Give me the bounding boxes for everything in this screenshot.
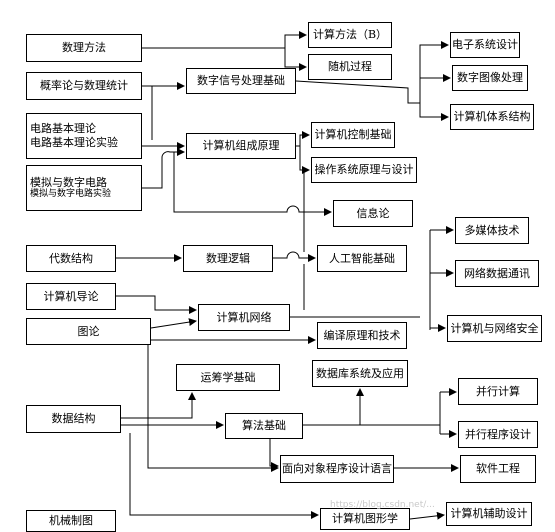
node-oop: 面向对象程序设计语言 [280,455,394,483]
node-analog-digital: 模拟与数字电路 模拟与数字电路实验 [26,165,142,211]
node-algorithms: 算法基础 [225,413,303,439]
watermark: https://blog.csdn.net/... [330,500,435,510]
connector-2 [284,48,307,71]
node-mechanical-drawing: 机械制图 [26,510,116,532]
connector-1 [142,31,307,49]
node-database: 数据库系统及应用 [312,360,408,387]
connector-37 [409,511,445,520]
node-data-structures: 数据结构 [26,405,121,433]
connector-11 [296,131,310,147]
connector-10 [142,148,185,189]
node-multimedia: 多媒体技术 [455,217,529,244]
node-electronic-design: 电子系统设计 [450,32,520,58]
connector-13 [173,152,332,216]
node-parallel-prog: 并行程序设计 [458,421,538,448]
connector-7 [419,103,449,121]
connector-30 [303,388,364,426]
connector-28 [147,340,279,472]
node-graph-theory: 图论 [26,318,151,345]
node-network-security: 计算机与网络安全 [447,315,542,342]
node-compiler: 编译原理和技术 [317,322,407,349]
connector-19 [150,318,197,329]
connector-4 [295,80,420,104]
node-random-process: 随机过程 [308,54,392,80]
node-parallel: 并行计算 [458,378,538,405]
node-cad: 计算机辅助设计 [446,502,532,526]
node-graphics: 计算机图形学 [320,508,410,530]
node-intro-cs: 计算机导论 [26,283,116,310]
connector-26 [121,392,196,419]
node-architecture: 计算机体系结构 [450,104,534,130]
node-logic: 数理逻辑 [183,245,273,272]
connector-5 [419,41,449,103]
node-software-eng: 软件工程 [460,455,536,483]
node-image-processing: 数字图像处理 [452,65,528,91]
node-net-comm: 网络数据通讯 [455,260,539,287]
node-circuit-theory: 电路基本理论 电路基本理论实验 [26,113,142,159]
connector-29 [129,433,319,519]
node-os: 操作系统原理与设计 [311,157,417,183]
connector-15 [273,251,316,262]
connector-12 [299,146,310,174]
node-ai: 人工智能基础 [317,245,407,272]
node-math-methods: 数理方法 [26,34,142,62]
node-organization: 计算机组成原理 [186,133,296,159]
node-networks: 计算机网络 [198,304,290,331]
node-operations-research: 运筹学基础 [176,364,280,391]
connector-35 [269,439,279,470]
connector-18 [116,295,197,314]
node-computing-methods: 计算方法（B） [308,22,392,48]
node-control: 计算机控制基础 [311,122,395,148]
node-probability: 概率论与数理统计 [26,72,142,100]
connector-25 [429,317,446,332]
node-algebra: 代数结构 [26,245,116,272]
node-info-theory: 信息论 [333,200,413,227]
node-signal-processing: 数字信号处理基础 [186,68,296,94]
